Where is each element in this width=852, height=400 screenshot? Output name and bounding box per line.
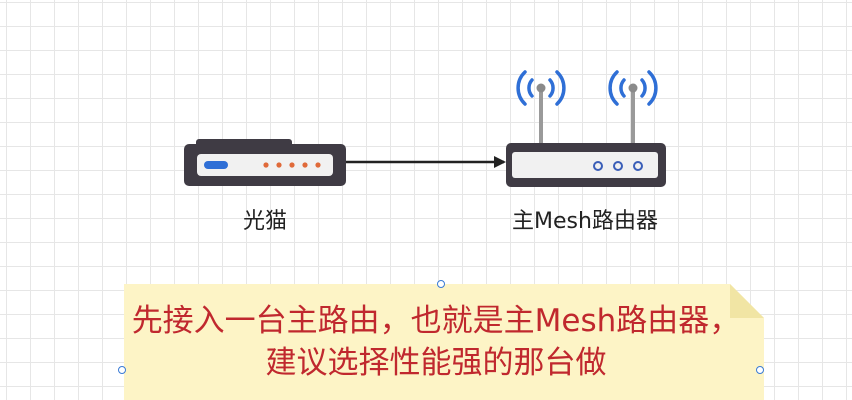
sticky-note[interactable] — [124, 284, 764, 400]
router-icon[interactable] — [506, 70, 666, 187]
selection-handle-top[interactable] — [437, 280, 445, 288]
wifi-signal-icon — [516, 70, 566, 106]
wifi-signal-icon — [608, 70, 658, 106]
antenna-left — [536, 83, 546, 146]
selection-handle-right[interactable] — [756, 366, 764, 374]
router-label: 主Mesh路由器 — [512, 209, 658, 234]
modem-indicator-icon — [204, 161, 228, 169]
antenna-right — [628, 83, 638, 146]
modem-leds-icon — [263, 162, 321, 168]
router-ports-icon — [593, 161, 643, 171]
modem-label: 光猫 — [242, 209, 287, 234]
modem-icon[interactable] — [184, 139, 346, 186]
selection-handle-left[interactable] — [118, 366, 126, 374]
note-text: 先接入一台主路由，也就是主Mesh路由器，建议选择性能强的那台做 — [131, 303, 741, 381]
